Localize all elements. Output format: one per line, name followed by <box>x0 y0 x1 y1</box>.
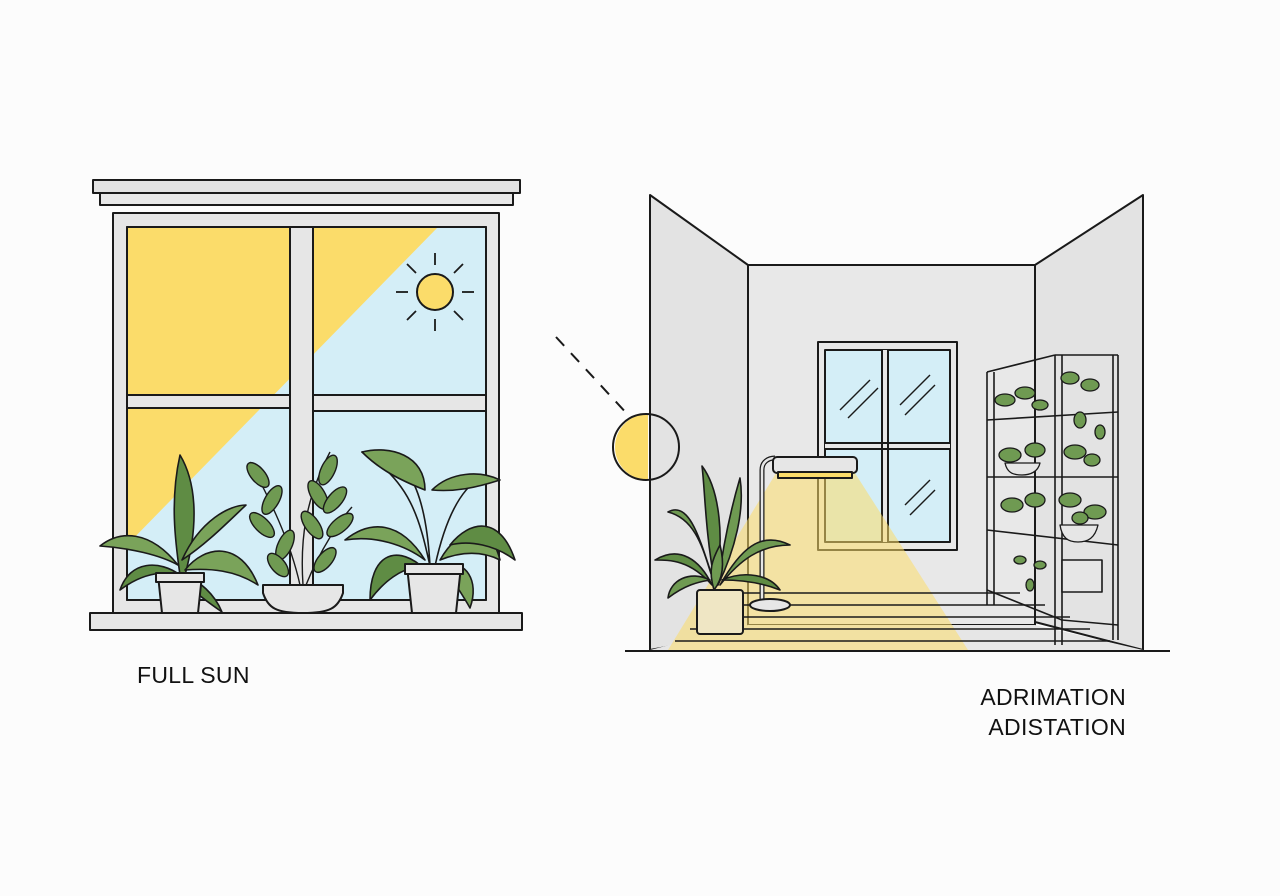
window-mullion-left <box>126 394 291 409</box>
shelf-plants <box>994 371 1107 592</box>
plant-shelf <box>986 354 1119 645</box>
sun-icon <box>396 253 474 331</box>
window-sill <box>89 612 523 631</box>
label-indoor-line2: ADISTATION <box>988 714 1126 740</box>
plant-middle <box>246 451 354 586</box>
room-plant-pot <box>696 589 744 635</box>
sunlight-beam <box>127 227 438 545</box>
low-light-sun-icon <box>555 336 680 481</box>
window-cornice <box>92 179 521 194</box>
pot-middle <box>262 584 344 614</box>
indoor-room <box>555 194 1170 652</box>
window-mullion-right <box>312 394 487 412</box>
label-indoor-line1: ADRIMATION <box>980 684 1126 710</box>
label-full-sun: FULL SUN <box>137 662 250 688</box>
grow-lamp <box>749 455 858 612</box>
plant-left <box>99 454 259 613</box>
window-cornice-lower <box>99 192 514 206</box>
label-indoor: ADRIMATION ADISTATION <box>980 682 1126 742</box>
room-plant <box>654 465 791 599</box>
sunny-window <box>89 179 523 631</box>
